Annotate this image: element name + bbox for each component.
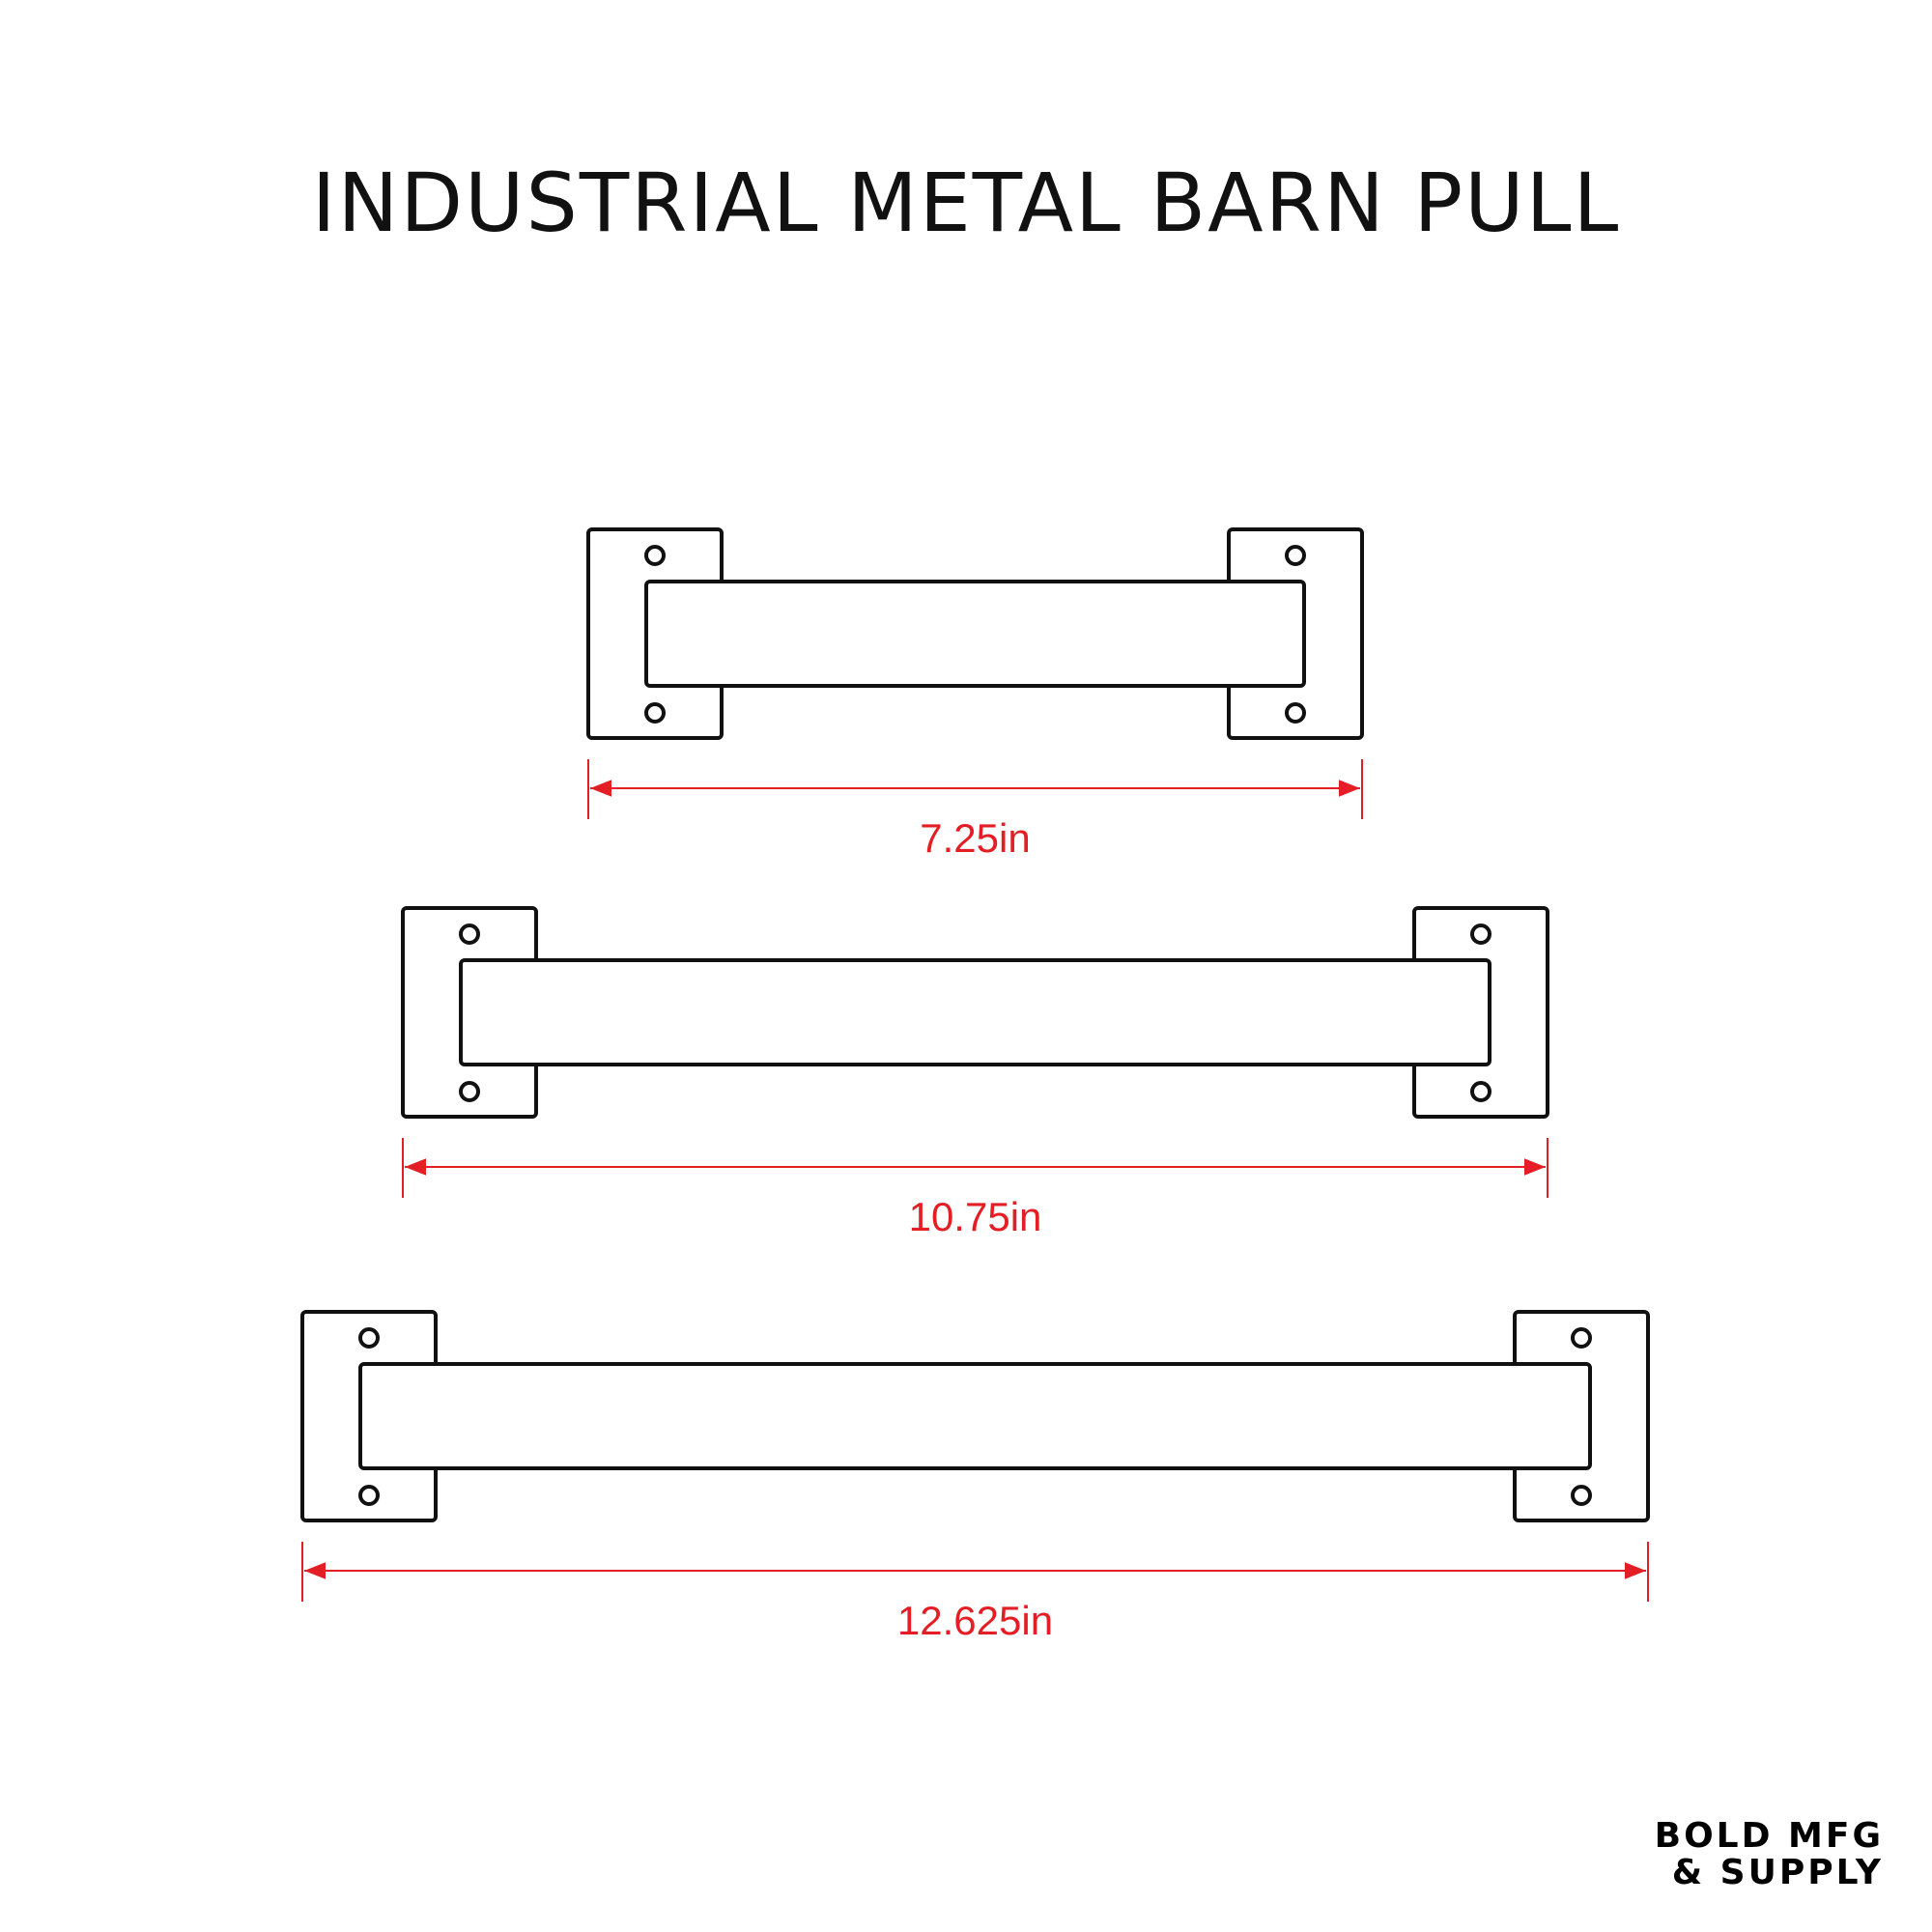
screw-hole-icon xyxy=(459,923,480,945)
brand-line-2: & SUPPLY xyxy=(1671,1853,1884,1892)
screw-hole-icon xyxy=(1285,702,1306,724)
dimension-label: 7.25in xyxy=(920,815,1030,861)
screw-hole-icon xyxy=(644,702,666,724)
handle-bar xyxy=(644,580,1306,688)
barn-pull-small: 7.25in xyxy=(586,527,1364,861)
dimension-label: 10.75in xyxy=(909,1194,1042,1239)
screw-hole-icon xyxy=(644,545,666,566)
screw-hole-icon xyxy=(1470,1081,1492,1102)
handle-bar xyxy=(459,958,1492,1066)
screw-hole-icon xyxy=(1470,923,1492,945)
screw-hole-icon xyxy=(1571,1485,1592,1506)
screw-hole-icon xyxy=(358,1485,380,1506)
pulls-layer: 7.25in 10.75in 12.625in xyxy=(300,527,1650,1643)
screw-hole-icon xyxy=(1285,545,1306,566)
handle-bar xyxy=(358,1362,1592,1470)
brand-line-1: BOLD MFG xyxy=(1654,1816,1884,1856)
barn-pull-medium: 10.75in xyxy=(401,906,1549,1239)
barn-pull-large: 12.625in xyxy=(300,1310,1650,1643)
screw-hole-icon xyxy=(1571,1327,1592,1349)
dimension-label: 12.625in xyxy=(897,1598,1053,1643)
screw-hole-icon xyxy=(459,1081,480,1102)
page-title: INDUSTRIAL METAL BARN PULL xyxy=(311,156,1621,250)
screw-hole-icon xyxy=(358,1327,380,1349)
brand-logo: BOLD MFG & SUPPLY xyxy=(1594,1818,1884,1891)
